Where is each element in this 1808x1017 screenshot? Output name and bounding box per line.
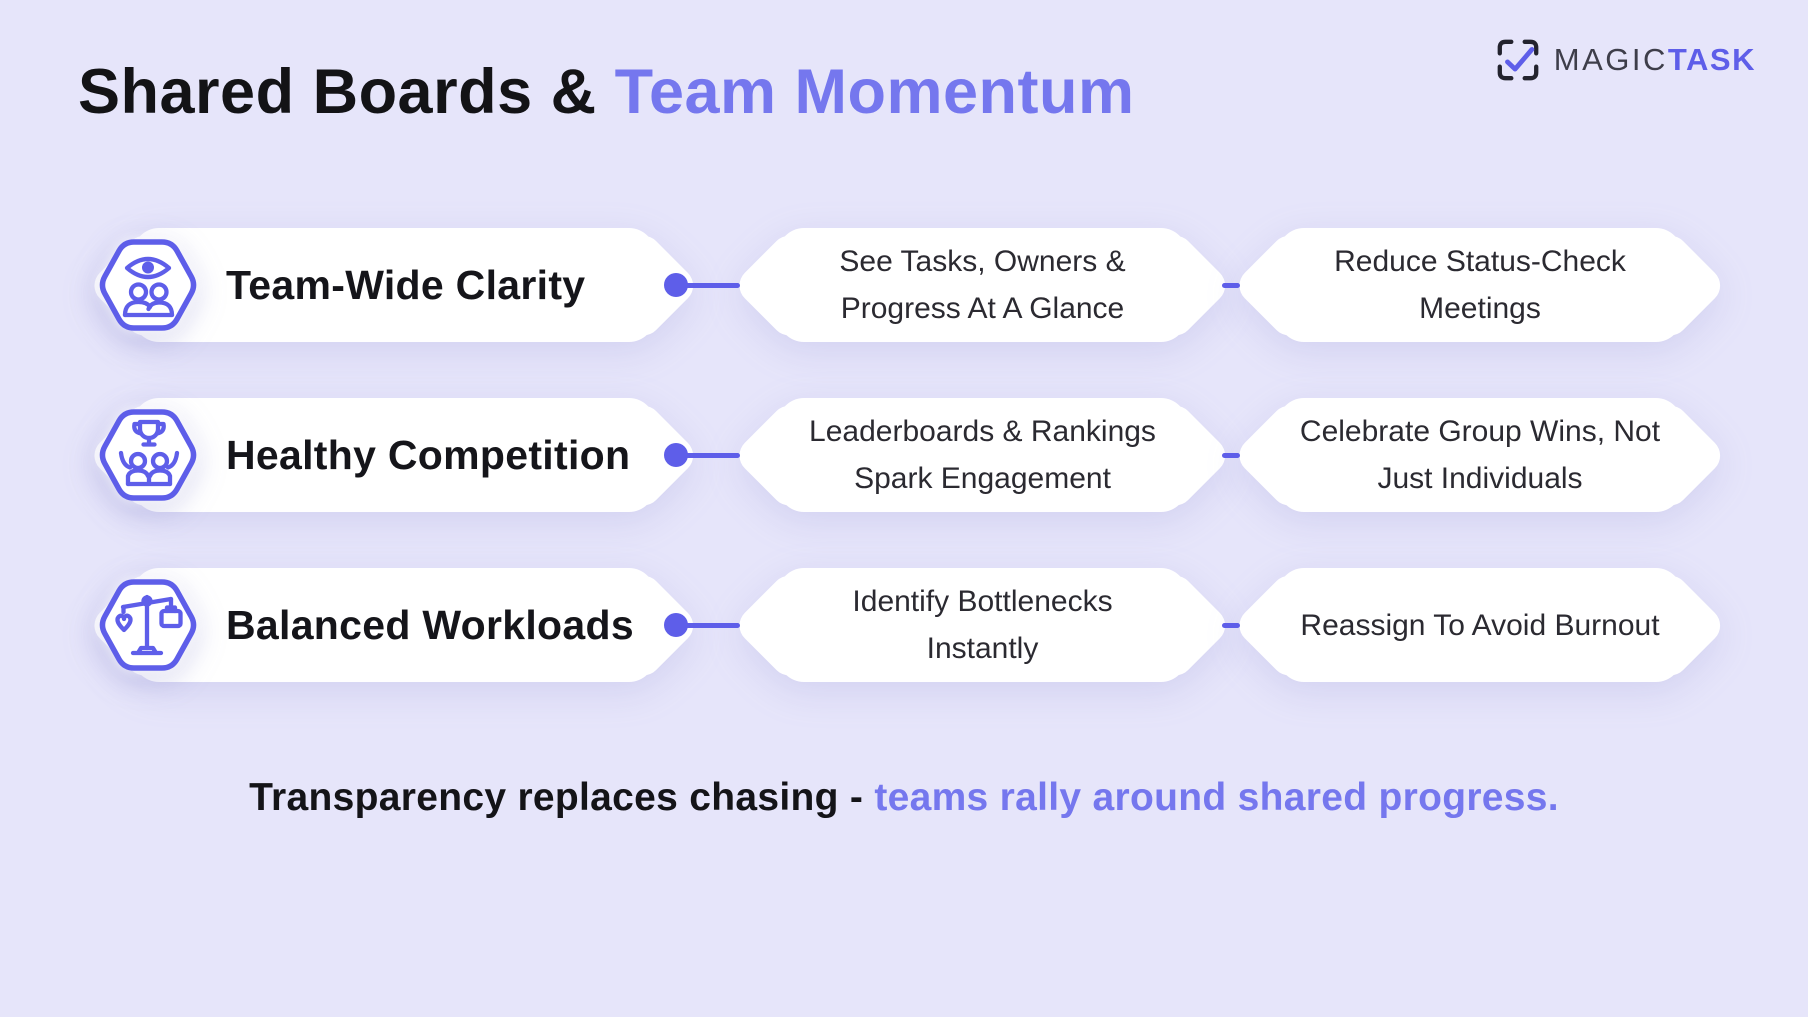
step-line: Leaderboards & Rankings bbox=[809, 415, 1156, 448]
pill-body bbox=[778, 568, 1187, 682]
connector-line bbox=[676, 452, 740, 458]
feature-row-competition: Healthy Competition bbox=[87, 397, 1728, 512]
feature-step-text: Reassign To Avoid Burnout bbox=[1240, 568, 1720, 682]
feature-step-pill: Leaderboards & Rankings Spark Engagement bbox=[732, 397, 1233, 512]
feature-label-pill: Team-Wide Clarity bbox=[87, 227, 701, 342]
feature-label: Balanced Workloads bbox=[226, 601, 634, 648]
summary-black: Transparency replaces chasing - bbox=[249, 776, 875, 819]
feature-step-pill: Reassign To Avoid Burnout bbox=[1232, 567, 1728, 682]
step-line: Spark Engagement bbox=[854, 462, 1111, 495]
step-line: Just Individuals bbox=[1377, 462, 1583, 495]
step-line: Identify Bottlenecks bbox=[852, 585, 1113, 618]
pill-body bbox=[1278, 568, 1682, 682]
feature-label: Healthy Competition bbox=[226, 431, 631, 478]
brand-name-second: TASK bbox=[1667, 42, 1756, 77]
connector-line bbox=[676, 622, 740, 628]
pill-body bbox=[778, 398, 1187, 512]
brand-name-first: MAGIC bbox=[1553, 42, 1668, 77]
summary-accent: teams rally around shared progress. bbox=[874, 776, 1559, 819]
connector-line bbox=[1222, 282, 1240, 288]
step-line: Celebrate Group Wins, Not bbox=[1299, 415, 1661, 448]
feature-step-text: See Tasks, Owners & Progress At A Glance bbox=[740, 228, 1225, 342]
step-line: Instantly bbox=[926, 632, 1039, 665]
step-line: Meetings bbox=[1419, 292, 1541, 325]
checkbox-check-icon bbox=[1497, 39, 1539, 81]
page-title-accent: Team Momentum bbox=[614, 57, 1135, 127]
balance-scale-icon bbox=[97, 576, 199, 679]
connector-line bbox=[676, 282, 740, 288]
feature-step-pill: Celebrate Group Wins, Not Just Individua… bbox=[1232, 397, 1728, 512]
brand-logo: MAGICTASK bbox=[1495, 37, 1756, 83]
feature-step-pill: Identify Bottlenecks Instantly bbox=[732, 567, 1233, 682]
feature-row-clarity: Team-Wide Clarity See Tasks, Owners & bbox=[87, 227, 1728, 342]
pill-body bbox=[133, 398, 655, 512]
feature-label: Team-Wide Clarity bbox=[226, 261, 586, 308]
feature-step-pill: Reduce Status-Check Meetings bbox=[1232, 227, 1728, 342]
pill-body bbox=[1278, 398, 1682, 512]
feature-row-workloads: Balanced Workloads Identi bbox=[87, 567, 1728, 682]
feature-step-text: Celebrate Group Wins, Not Just Individua… bbox=[1240, 398, 1720, 512]
step-line: Reassign To Avoid Burnout bbox=[1300, 608, 1660, 642]
feature-step-text: Identify Bottlenecks Instantly bbox=[740, 568, 1225, 682]
step-line: Reduce Status-Check bbox=[1334, 245, 1626, 278]
step-line: Progress At A Glance bbox=[840, 292, 1125, 325]
pill-body bbox=[133, 568, 655, 682]
feature-label-pill: Healthy Competition bbox=[87, 397, 701, 512]
page-title: Shared Boards & Team Momentum bbox=[78, 56, 1135, 128]
connector-line bbox=[1222, 452, 1240, 458]
page-title-main: Shared Boards & bbox=[78, 57, 615, 127]
step-line: See Tasks, Owners & bbox=[839, 245, 1126, 278]
feature-step-text: Leaderboards & Rankings Spark Engagement bbox=[740, 398, 1225, 512]
trophy-winners-icon bbox=[97, 406, 199, 509]
visibility-team-icon bbox=[97, 236, 199, 339]
pill-body bbox=[133, 228, 655, 342]
feature-step-pill: See Tasks, Owners & Progress At A Glance bbox=[732, 227, 1233, 342]
brand-name: MAGICTASK bbox=[1554, 42, 1756, 78]
pill-body bbox=[778, 228, 1187, 342]
summary-text: Transparency replaces chasing - teams ra… bbox=[0, 776, 1808, 820]
feature-label-pill: Balanced Workloads bbox=[87, 567, 701, 682]
connector-line bbox=[1222, 622, 1240, 628]
feature-step-text: Reduce Status-Check Meetings bbox=[1240, 228, 1720, 342]
pill-body bbox=[1278, 228, 1682, 342]
